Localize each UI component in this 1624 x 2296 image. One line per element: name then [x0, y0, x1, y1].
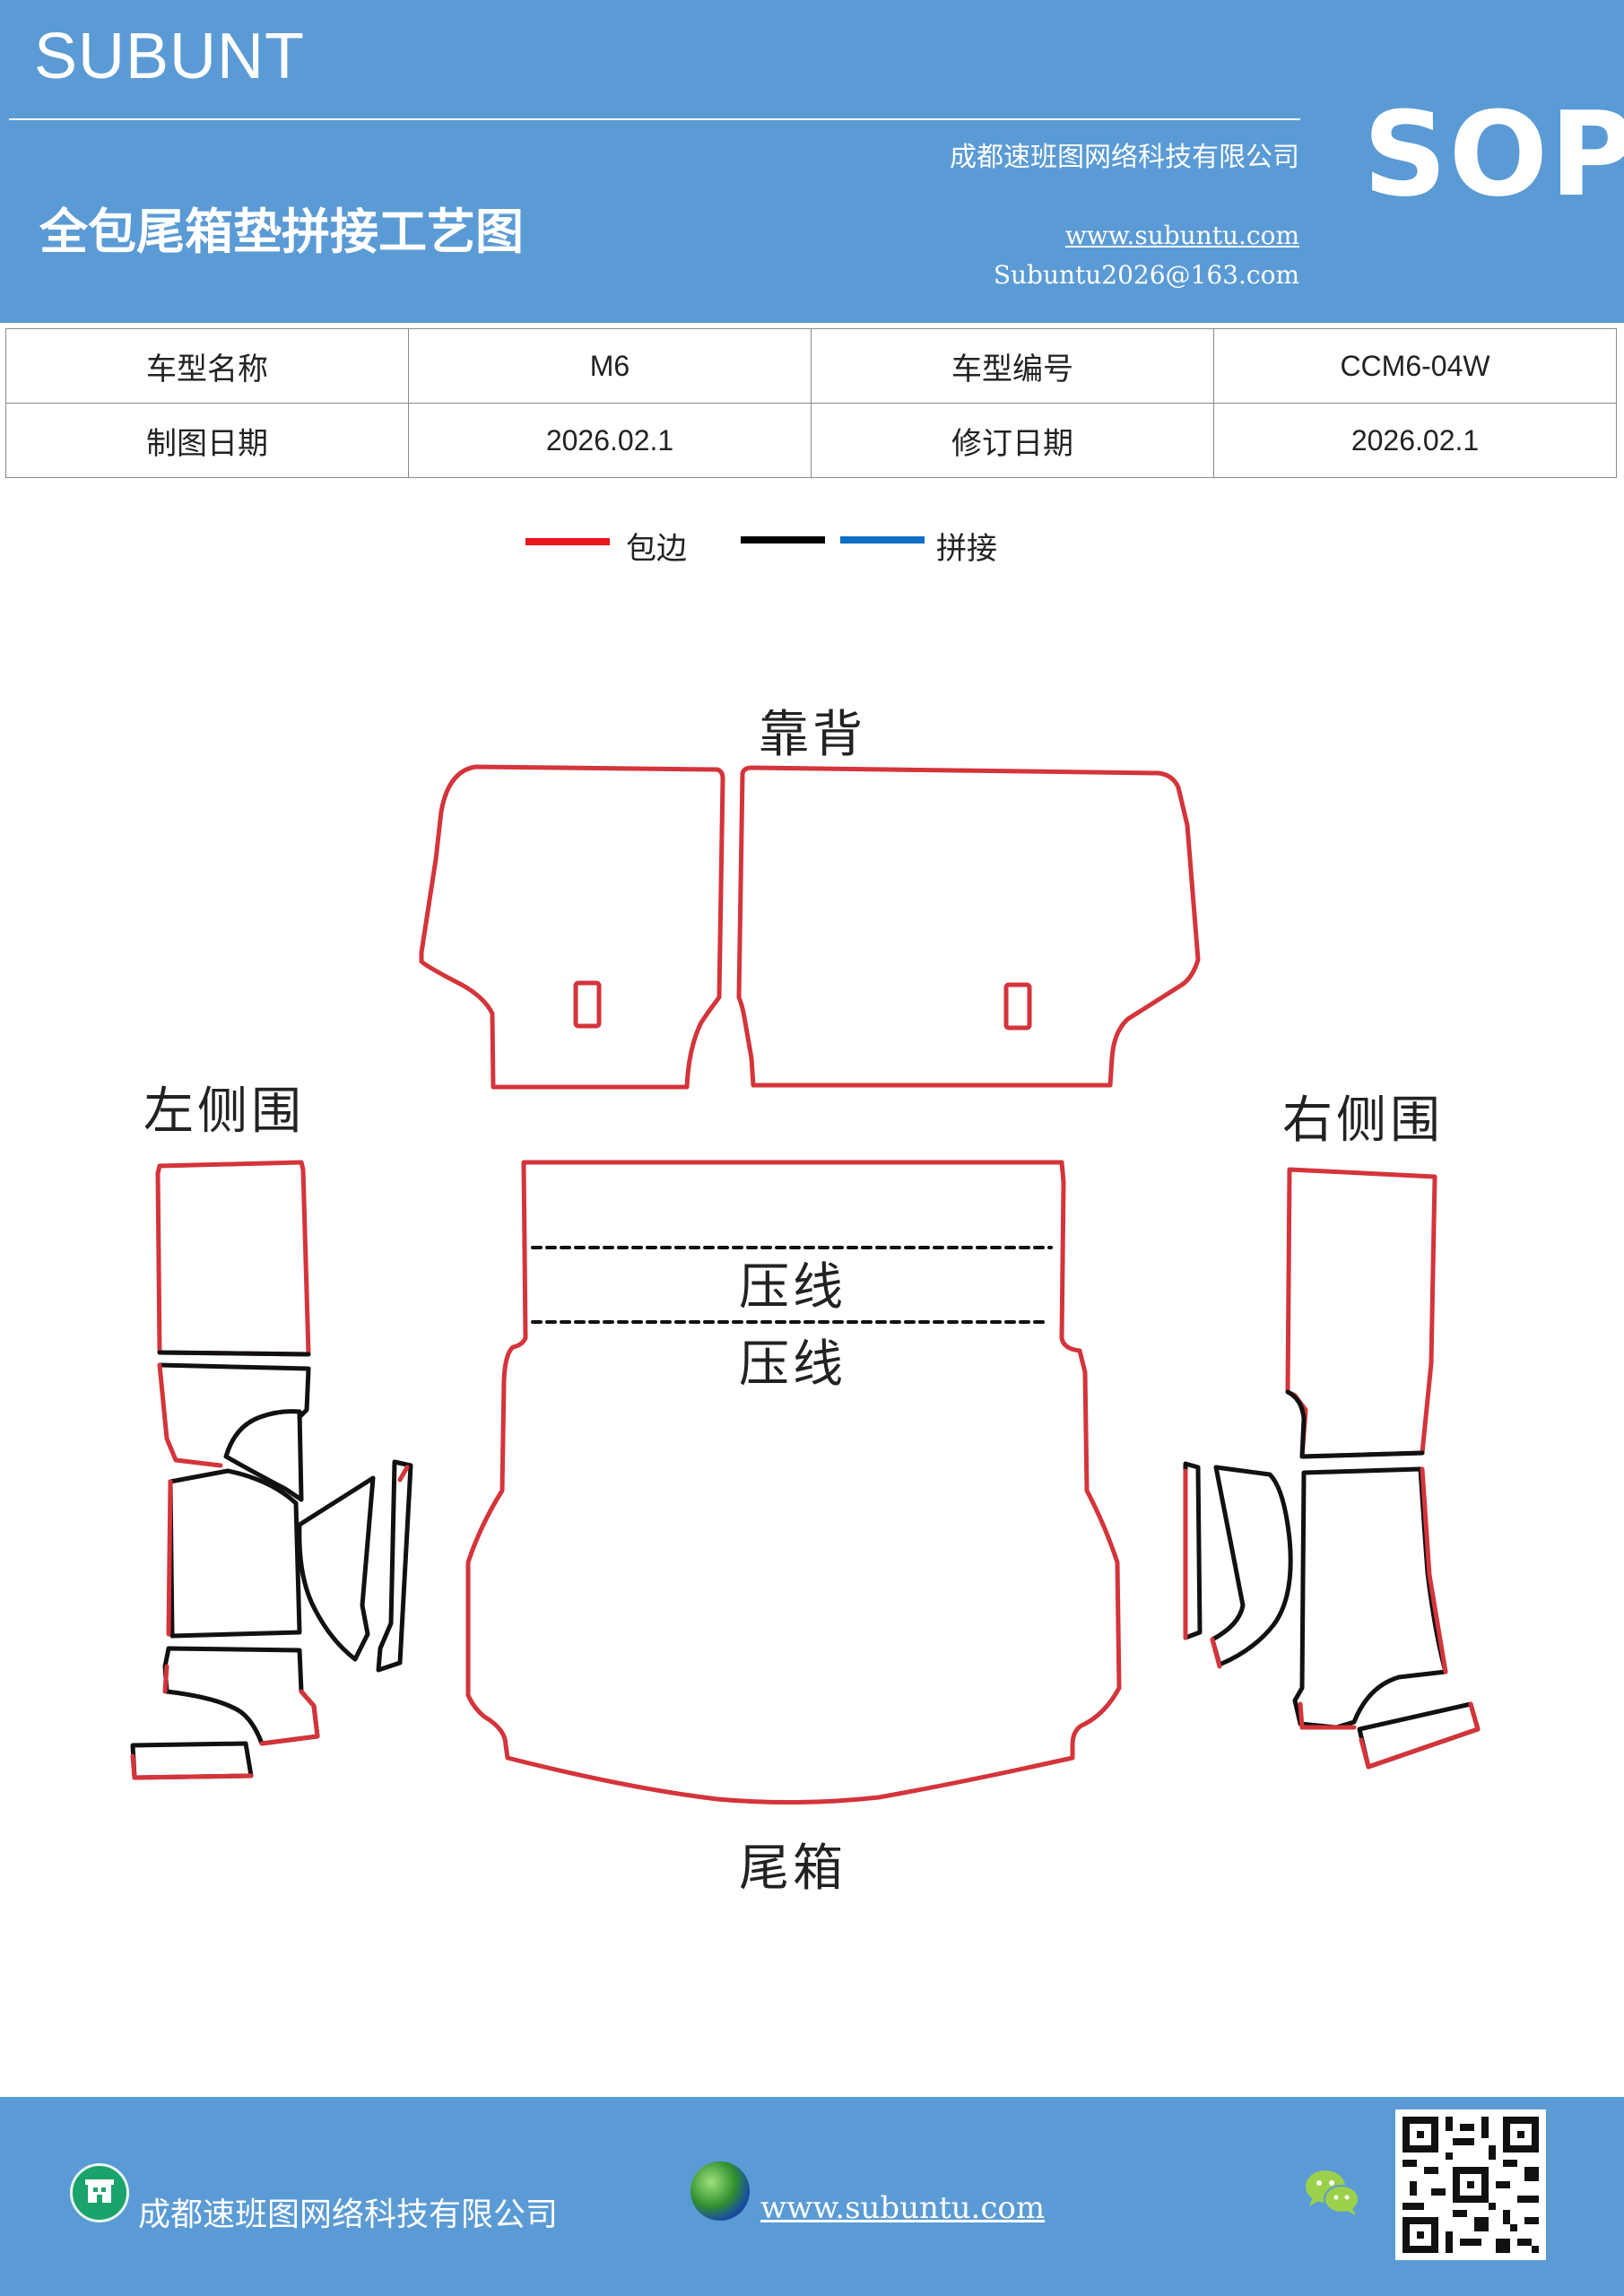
legend-black-swatch: [741, 536, 825, 544]
vehicle-info-table: 车型名称 M6 车型编号 CCM6-04W 制图日期 2026.02.1 修订日…: [5, 328, 1617, 478]
left-side-label: 左侧围: [143, 1083, 305, 1141]
backrest-label: 靠背: [759, 706, 866, 764]
crease-label-2: 压线: [739, 1335, 847, 1394]
model-code-value: CCM6-04W: [1213, 328, 1617, 404]
building-icon: [70, 2163, 129, 2222]
sop-badge: SOP: [1363, 86, 1624, 222]
website-link[interactable]: www.subuntu.com: [1064, 221, 1299, 250]
model-code-label: 车型编号: [811, 328, 1214, 404]
draw-date-label: 制图日期: [5, 403, 409, 478]
globe-icon: [690, 2161, 750, 2221]
right-side-label: 右侧围: [1282, 1091, 1444, 1150]
qr-code: [1395, 2109, 1546, 2260]
footer-website-link[interactable]: www.subuntu.com: [760, 2190, 1046, 2226]
header-divider: [9, 118, 1300, 120]
backrest-right-panel: [736, 765, 1201, 1088]
brand-name: SUBUNT: [34, 21, 306, 92]
legend-splice-swatch: [840, 536, 925, 544]
draw-date-value: 2026.02.1: [408, 403, 812, 478]
document-title: 全包尾箱垫拼接工艺图: [39, 203, 524, 260]
footer-banner: 成都速班图网络科技有限公司 www.subuntu.com: [0, 2097, 1624, 2296]
email-address: Subuntu2026@163.com: [993, 260, 1299, 290]
table-row: 制图日期 2026.02.1 修订日期 2026.02.1: [5, 403, 1617, 478]
revision-date-value: 2026.02.1: [1213, 403, 1617, 478]
legend-edge-label: 包边: [626, 531, 687, 567]
footer-company-name: 成都速班图网络科技有限公司: [138, 2196, 559, 2233]
left-side-wall: [130, 1160, 413, 1780]
right-side-wall: [1183, 1167, 1481, 1770]
trunk-label: 尾箱: [739, 1839, 847, 1898]
model-name-value: M6: [408, 328, 812, 404]
legend-edge-swatch: [525, 538, 610, 545]
legend-splice-label: 拼接: [936, 531, 997, 567]
trunk-floor-panel: [465, 1160, 1122, 1805]
header-banner: SUBUNT 成都速班图网络科技有限公司 全包尾箱垫拼接工艺图 www.subu…: [0, 0, 1624, 323]
wechat-icon: [1306, 2170, 1359, 2215]
model-name-label: 车型名称: [5, 328, 409, 404]
table-row: 车型名称 M6 车型编号 CCM6-04W: [5, 328, 1617, 404]
crease-label-1: 压线: [739, 1258, 847, 1317]
revision-date-label: 修订日期: [811, 403, 1214, 478]
backrest-left-panel: [419, 764, 725, 1090]
company-name: 成都速班图网络科技有限公司: [950, 142, 1299, 173]
